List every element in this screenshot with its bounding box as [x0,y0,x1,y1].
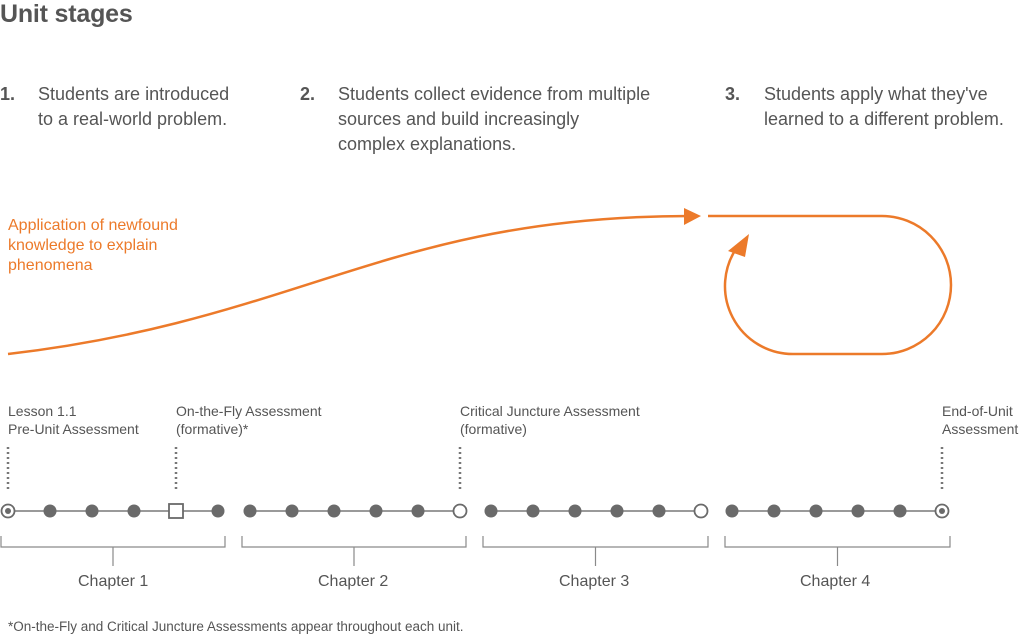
milestone-line: End-of-Unit [942,403,1013,419]
step-1-text: Students are introduced to a real-world … [38,82,229,132]
lesson-node [893,504,907,518]
milestone-label-end-of-unit: End-of-Unit Assessment [942,403,1018,438]
lesson-node [211,504,225,518]
application-label-line: knowledge to explain [8,237,158,254]
milestone-line: Assessment [942,420,1019,437]
chapter-bracket [0,536,226,566]
application-label: Application of newfound knowledge to exp… [8,216,178,276]
lesson-node [652,504,666,518]
milestone-line: Lesson 1.1 [8,403,77,419]
step-3-line: Students apply what they've [764,84,988,104]
step-2-text: Students collect evidence from multiple … [338,82,650,157]
chapter-label: Chapter 2 [318,573,389,590]
critical-juncture-node [452,503,468,519]
lesson-node [369,504,383,518]
lesson-node [484,504,498,518]
step-1-line: to a real-world problem. [38,109,228,129]
step-2-line: Students collect evidence from multiple [338,84,651,104]
lesson-node [725,504,739,518]
application-label-line: phenomena [8,257,93,274]
lesson-node [243,504,257,518]
step-2-line: sources and build increasingly [338,109,580,129]
chapter-bracket [482,536,709,566]
step-3-line: learned to a different problem. [764,109,1004,129]
chapter-label: Chapter 1 [78,573,149,590]
chapter-label: Chapter 3 [559,573,630,590]
milestone-line: Pre-Unit Assessment [8,420,139,437]
lesson-node [411,504,425,518]
step-1-line: Students are introduced [38,84,230,104]
step-2-line: complex explanations. [338,134,517,154]
milestone-line: On-the-Fly Assessment [176,403,322,419]
on-the-fly-node [168,503,184,519]
lesson-node [767,504,781,518]
step-3-text: Students apply what they've learned to a… [764,82,1004,132]
step-1-number: 1. [0,84,16,104]
lesson-node [568,504,582,518]
page-title: Unit stages [0,0,133,28]
chapter-bracket [241,536,467,566]
milestone-label-on-the-fly: On-the-Fly Assessment (formative)* [176,403,322,438]
application-label-line: Application of newfound [8,217,178,234]
milestone-line: (formative) [460,420,527,437]
lesson-node [127,504,141,518]
progress-curve [7,214,691,356]
step-2-number: 2. [300,84,316,104]
lesson-node [851,504,865,518]
milestone-label-critical-juncture: Critical Juncture Assessment (formative) [460,403,640,438]
critical-juncture-node [693,503,709,519]
lesson-node [610,504,624,518]
chapter-bracket [724,536,951,566]
application-loop [708,214,953,356]
chapter-brackets [0,536,951,566]
progress-arrowhead-icon [684,208,701,225]
lesson-node [43,504,57,518]
lesson-node [526,504,540,518]
chapter-label: Chapter 4 [800,573,871,590]
loop-arrowhead-icon [728,234,749,257]
lesson-node [327,504,341,518]
assessment-node-center [939,508,945,514]
lesson-node [809,504,823,518]
milestone-line: Critical Juncture Assessment [460,403,640,419]
lesson-node [85,504,99,518]
milestone-label-pre-unit: Lesson 1.1 Pre-Unit Assessment [8,403,139,438]
lesson-node [285,504,299,518]
milestone-line: (formative)* [176,420,249,437]
assessment-node-center [5,508,11,514]
step-3-number: 3. [725,84,741,104]
timeline [0,503,950,519]
footnote: *On-the-Fly and Critical Juncture Assess… [8,619,464,634]
